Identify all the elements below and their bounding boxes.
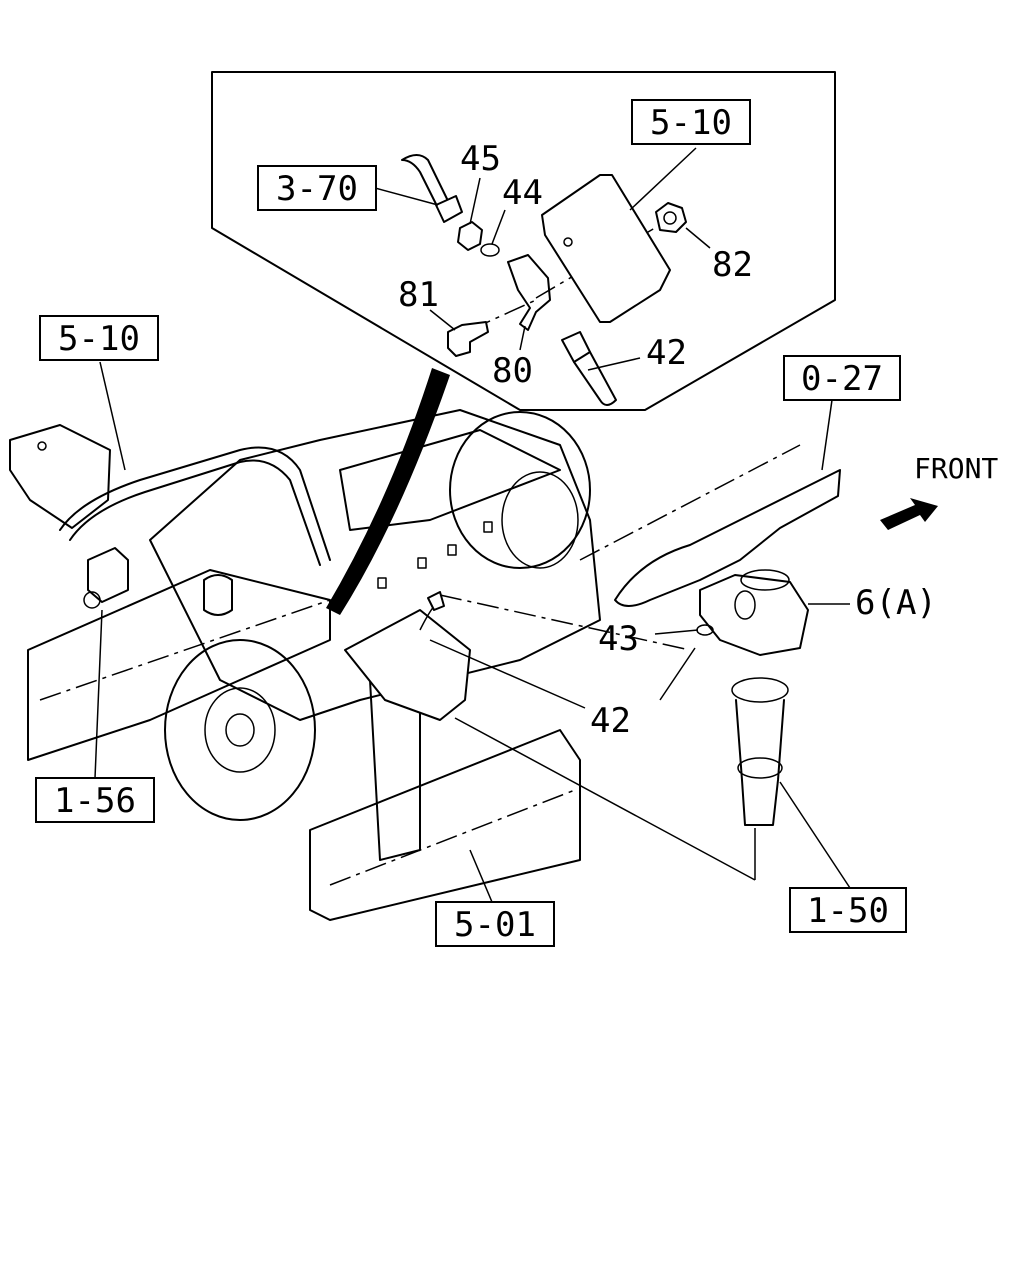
leader-5-10-left xyxy=(99,361,126,471)
ref-box-1-50: 1-50 xyxy=(789,887,907,933)
engine-head xyxy=(339,429,561,531)
ref-3-70: 3-70 xyxy=(276,169,358,209)
frame-bracket-left xyxy=(9,424,111,529)
cross-tube-inner xyxy=(69,459,321,566)
part-43: 43 xyxy=(598,619,639,659)
exhaust-port-1 xyxy=(417,557,427,569)
turbocharger xyxy=(699,574,809,656)
ref-0-27: 0-27 xyxy=(801,359,883,399)
ref-box-5-10-left: 5-10 xyxy=(39,315,159,361)
leader-42-top xyxy=(587,357,641,371)
sensor-42 xyxy=(427,591,445,611)
leader-81 xyxy=(429,309,456,331)
fitting-upper xyxy=(435,195,463,223)
ref-1-56: 1-56 xyxy=(54,781,136,821)
valve-fitting xyxy=(83,591,101,609)
fan-shroud xyxy=(449,411,591,569)
ref-1-50: 1-50 xyxy=(807,891,889,931)
rail-centerline xyxy=(39,599,331,701)
part-82: 82 xyxy=(712,245,753,285)
fitting-42-top xyxy=(561,331,591,363)
part-81: 81 xyxy=(398,275,439,315)
washer-44 xyxy=(480,243,500,257)
leader-43 xyxy=(439,594,691,651)
leader-0-27 xyxy=(821,399,833,471)
leader-44 xyxy=(491,209,506,245)
hose-lower xyxy=(573,351,617,406)
leader-43-bend xyxy=(659,647,696,701)
downpipe xyxy=(735,699,785,826)
leader-1-56 xyxy=(94,609,103,779)
plate-hole xyxy=(563,237,573,247)
turbo-inlet xyxy=(740,569,790,591)
front-label: FRONT xyxy=(914,452,998,485)
detail-inset-frame xyxy=(211,71,836,411)
ref-5-10-top: 5-10 xyxy=(650,103,732,143)
frame-plate-inset xyxy=(541,174,671,323)
leader-1-50 xyxy=(779,781,851,889)
gasket-43 xyxy=(696,624,714,636)
leader-exhaust xyxy=(579,444,801,561)
leader-bracket-bottom xyxy=(454,717,756,881)
ref-box-3-70: 3-70 xyxy=(257,165,377,211)
nut-82-hole xyxy=(663,211,677,225)
frame-rail-lower xyxy=(309,729,581,921)
ref-box-5-10-top: 5-10 xyxy=(631,99,751,145)
bracket-hole xyxy=(37,441,47,451)
nut-45 xyxy=(457,221,483,251)
leader-45 xyxy=(469,177,481,225)
exhaust-port-3 xyxy=(377,577,387,589)
flywheel xyxy=(204,687,276,773)
valve-unit-left xyxy=(87,547,129,603)
part-42-top: 42 xyxy=(646,333,687,373)
exhaust-port-4 xyxy=(483,521,493,533)
part-6a: 6(A) xyxy=(855,583,937,623)
downpipe-clamp xyxy=(737,757,783,779)
leader-5-01 xyxy=(469,849,493,903)
part-42-mid: 42 xyxy=(590,701,631,741)
inset-pointer xyxy=(326,368,450,615)
engine-block xyxy=(149,409,601,721)
leader-42-mid xyxy=(429,639,586,709)
part-45: 45 xyxy=(460,139,501,179)
nut-82 xyxy=(655,202,687,233)
leader-82 xyxy=(685,227,711,249)
frame-rail-left xyxy=(27,569,331,761)
leader-43-label xyxy=(654,629,699,635)
turbo-hub xyxy=(734,590,756,620)
front-arrow xyxy=(880,498,938,530)
downpipe-flange xyxy=(731,677,789,703)
bolt-81 xyxy=(447,321,489,357)
part-44: 44 xyxy=(502,173,543,213)
ref-box-1-56: 1-56 xyxy=(35,777,155,823)
rail-lower-centerline xyxy=(329,789,576,886)
filter-canister xyxy=(203,574,233,616)
exhaust-port-2 xyxy=(447,544,457,556)
flywheel-housing xyxy=(164,639,316,821)
ref-box-5-01: 5-01 xyxy=(435,901,555,947)
cross-tube xyxy=(59,446,331,561)
ref-box-0-27: 0-27 xyxy=(783,355,901,401)
leader-80 xyxy=(519,325,526,351)
ref-5-01: 5-01 xyxy=(454,905,536,945)
leader-5-10-top xyxy=(629,147,697,211)
fan-hub xyxy=(501,471,579,569)
frame-plate-main xyxy=(344,609,471,721)
ref-5-10-left: 5-10 xyxy=(58,319,140,359)
bracket-80 xyxy=(507,254,551,331)
leader-3-70 xyxy=(374,187,439,206)
part-80: 80 xyxy=(492,351,533,391)
flywheel-center xyxy=(225,713,255,747)
exhaust-manifold xyxy=(614,469,841,607)
